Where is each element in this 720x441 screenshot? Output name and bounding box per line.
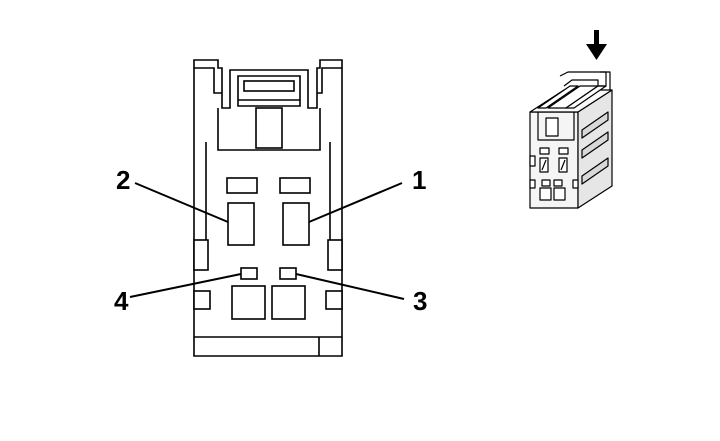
pin-label-1: 1 — [412, 165, 426, 195]
leader-line-pin1 — [308, 182, 403, 223]
leader-line-pin2 — [134, 182, 229, 223]
pin-1-cavity — [282, 202, 310, 246]
locking-latch — [237, 75, 301, 107]
upper-slot-right — [279, 177, 311, 194]
connector-isometric-view — [529, 71, 613, 209]
latch-bar — [243, 80, 295, 92]
bottom-cavity-left — [231, 285, 266, 320]
latch-window — [255, 107, 283, 149]
left-side-notch — [193, 239, 209, 271]
bottom-ledge — [194, 336, 342, 356]
right-latch-post — [317, 67, 342, 94]
inner-cavity-frame — [217, 108, 321, 151]
pin-2-cavity — [227, 202, 255, 246]
leader-lines — [129, 182, 405, 300]
pin-label-4: 4 — [114, 286, 129, 316]
pin-label-3: 3 — [413, 286, 427, 316]
lower-right-notch — [325, 290, 343, 310]
pin-label-2: 2 — [116, 165, 130, 195]
pin-3-cavity — [279, 267, 297, 280]
arrow-down-icon — [586, 30, 607, 60]
leader-line-pin4 — [129, 273, 242, 298]
left-latch-post — [194, 67, 222, 94]
upper-slot-left — [226, 177, 258, 194]
connector-front-view — [193, 59, 343, 357]
right-side-notch — [327, 239, 343, 271]
lower-left-notch — [193, 290, 211, 310]
leader-line-pin3 — [295, 273, 405, 300]
connector-housing-outline — [193, 59, 343, 357]
bottom-cavity-right — [271, 285, 306, 320]
pin-4-cavity — [240, 267, 258, 280]
